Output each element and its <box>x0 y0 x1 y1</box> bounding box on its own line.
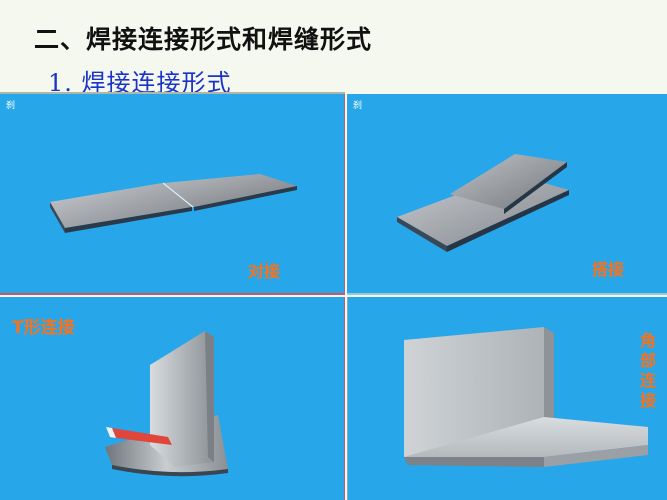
horizontal-plate <box>404 417 648 457</box>
right-plate <box>164 174 297 207</box>
t-joint-panel: T形连接 <box>0 297 345 500</box>
t-joint-illustration <box>105 331 228 477</box>
left-plate <box>50 183 192 228</box>
butt-joint-panel: 刹 对接 <box>0 94 345 295</box>
t-joint-label: T形连接 <box>12 318 75 338</box>
slide-title: 二、焊接连接形式和焊缝形式 <box>34 25 373 54</box>
corner-glyph: 刹 <box>6 101 16 111</box>
butt-joint-illustration <box>50 174 297 233</box>
corner-joint-illustration <box>404 327 648 467</box>
corner-joint-panel: 角部连接 <box>347 297 667 500</box>
joint-figure-grid: 刹 对接 刹 <box>0 94 667 500</box>
vertical-web <box>150 331 214 467</box>
upper-plate <box>450 154 567 209</box>
weld-torch <box>112 428 172 445</box>
lap-joint-panel: 刹 搭接 <box>347 94 667 295</box>
corner-joint-label: 角部连接 <box>639 331 656 410</box>
vertical-plate <box>404 327 544 457</box>
corner-glyph: 刹 <box>353 101 363 111</box>
lap-joint-illustration <box>397 154 569 252</box>
butt-joint-label: 对接 <box>248 262 281 281</box>
lap-joint-label: 搭接 <box>592 260 625 279</box>
subtitle-divider <box>0 92 345 94</box>
